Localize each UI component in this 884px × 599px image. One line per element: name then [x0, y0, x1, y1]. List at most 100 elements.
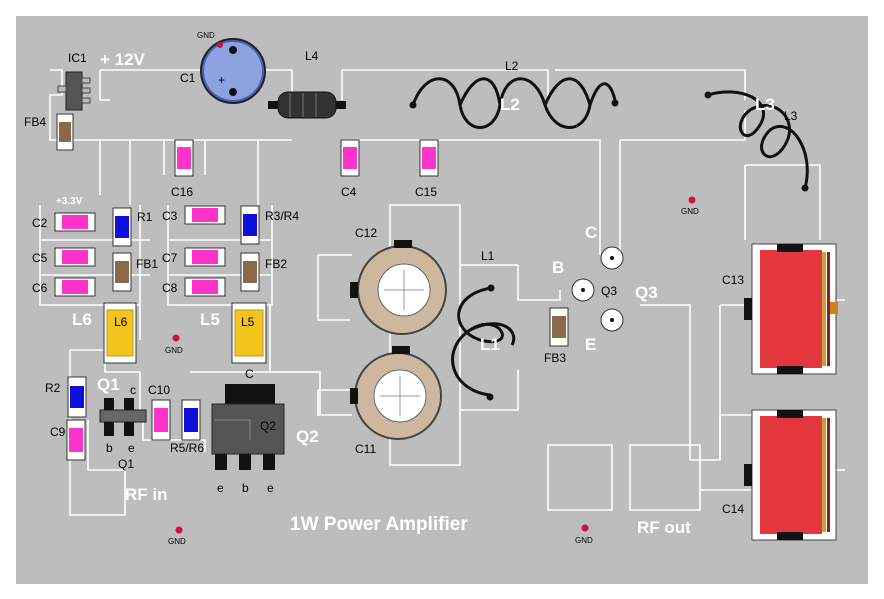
label-rf-out: RF out: [637, 518, 691, 537]
c7-capacitor: [184, 247, 226, 267]
label-l4: L4: [305, 49, 319, 63]
label-ic1: IC1: [68, 51, 87, 65]
l1-coil: [451, 284, 516, 401]
label-rf-in: RF in: [125, 485, 168, 504]
label-fb3: FB3: [544, 351, 566, 365]
c1-electrolytic-capacitor: [200, 38, 266, 104]
label-c7: C7: [162, 251, 178, 265]
label-c2: C2: [32, 216, 48, 230]
q1-transistor: [99, 398, 147, 436]
label-b-q2: b: [242, 481, 249, 495]
l6-inductor: [103, 302, 137, 364]
c15-capacitor: [419, 139, 439, 177]
label-l2: L2: [505, 59, 519, 73]
label-r1: R1: [137, 210, 153, 224]
c10-capacitor: [151, 399, 171, 441]
q3-transistor: [571, 246, 624, 332]
label-c9: C9: [50, 425, 66, 439]
label-q3-silk: Q3: [635, 283, 658, 302]
label-q1: Q1: [118, 457, 134, 471]
c6-capacitor: [54, 277, 96, 297]
label-e-q1: e: [128, 441, 135, 455]
label-fb4: FB4: [24, 115, 46, 129]
r5r6-resistor: [181, 399, 201, 441]
label-l1: L1: [481, 249, 495, 263]
label-c16: C16: [171, 185, 193, 199]
label-c10: C10: [148, 383, 170, 397]
label-q3: Q3: [601, 284, 617, 298]
fb4-ferrite: [56, 113, 74, 151]
label-c3: C3: [162, 209, 178, 223]
ic1-regulator: [57, 71, 91, 111]
c3-capacitor: [184, 205, 226, 225]
label-e2-q2: e: [267, 481, 274, 495]
label-b-q1: b: [106, 441, 113, 455]
label-c6: C6: [32, 281, 48, 295]
label-l5-silk: L5: [200, 310, 220, 329]
label-c11: C11: [355, 442, 376, 456]
label-gnd-c1: GND: [197, 31, 215, 40]
c13-trimmer-capacitor: [744, 243, 838, 375]
label-c8: C8: [162, 281, 178, 295]
c8-capacitor: [184, 277, 226, 297]
label-l3: L3: [784, 109, 798, 123]
l5-inductor: [231, 302, 267, 364]
l3-coil: [704, 90, 809, 192]
label-l6: L6: [114, 315, 128, 329]
label-l1-silk: L1: [480, 335, 500, 354]
label-c13: C13: [722, 273, 744, 287]
label-c5: C5: [32, 251, 48, 265]
c5-capacitor: [54, 247, 96, 267]
l4-inductor: [268, 91, 346, 119]
label-l6-silk: L6: [72, 310, 92, 329]
label-l2-silk: L2: [500, 95, 520, 114]
label-q2-silk: Q2: [296, 427, 319, 446]
label-supply: + 12V: [100, 50, 146, 69]
label-c12: C12: [355, 226, 377, 240]
labels: IC1 + 12V GND C1 + L4 L2 L2 L3 L3 FB4 C1…: [24, 31, 798, 546]
label-q2: Q2: [260, 419, 276, 433]
c2-capacitor: [54, 212, 96, 232]
label-c1-plus: +: [218, 73, 225, 87]
label-q1-silk: Q1: [97, 375, 120, 394]
label-b-q3: B: [552, 258, 564, 277]
label-r3r4: R3/R4: [265, 209, 299, 223]
label-fb2: FB2: [265, 257, 287, 271]
r3r4-resistor: [240, 205, 260, 245]
label-l3-silk: L3: [755, 95, 775, 114]
c11-trimmer-capacitor: [350, 346, 442, 440]
fb2-ferrite: [240, 252, 260, 292]
q2-transistor: [211, 384, 285, 470]
label-c14: C14: [722, 502, 744, 516]
label-title: 1W Power Amplifier: [290, 514, 468, 535]
r2-resistor: [67, 376, 87, 418]
gnd-markers: [172, 196, 696, 534]
label-c15: C15: [415, 185, 437, 199]
label-gnd-right: GND: [681, 207, 699, 216]
l2-coil: [409, 77, 619, 129]
label-fb1: FB1: [136, 257, 158, 271]
label-r2: R2: [45, 381, 61, 395]
r1-resistor: [112, 207, 132, 247]
fb3-ferrite: [549, 307, 569, 347]
fb1-ferrite: [112, 252, 132, 292]
label-c-q2: C: [245, 367, 254, 381]
c9-capacitor: [66, 419, 86, 461]
label-gnd-rfout: GND: [575, 536, 593, 545]
label-l5: L5: [241, 315, 255, 329]
label-c-q1: c: [130, 383, 136, 397]
label-gnd-rfin: GND: [168, 537, 186, 546]
label-rail33: +3.3V: [56, 196, 83, 207]
label-e-q3: E: [585, 335, 596, 354]
c14-trimmer-capacitor: [744, 409, 837, 541]
label-c-q3: C: [585, 223, 597, 242]
label-r5r6: R5/R6: [170, 441, 204, 455]
label-c1: C1: [180, 71, 196, 85]
label-gnd-l6: GND: [165, 346, 183, 355]
c4-capacitor: [340, 139, 360, 177]
c12-trimmer-capacitor: [350, 240, 447, 335]
label-e1-q2: e: [217, 481, 224, 495]
c16-capacitor: [174, 139, 194, 177]
label-c4: C4: [341, 185, 357, 199]
